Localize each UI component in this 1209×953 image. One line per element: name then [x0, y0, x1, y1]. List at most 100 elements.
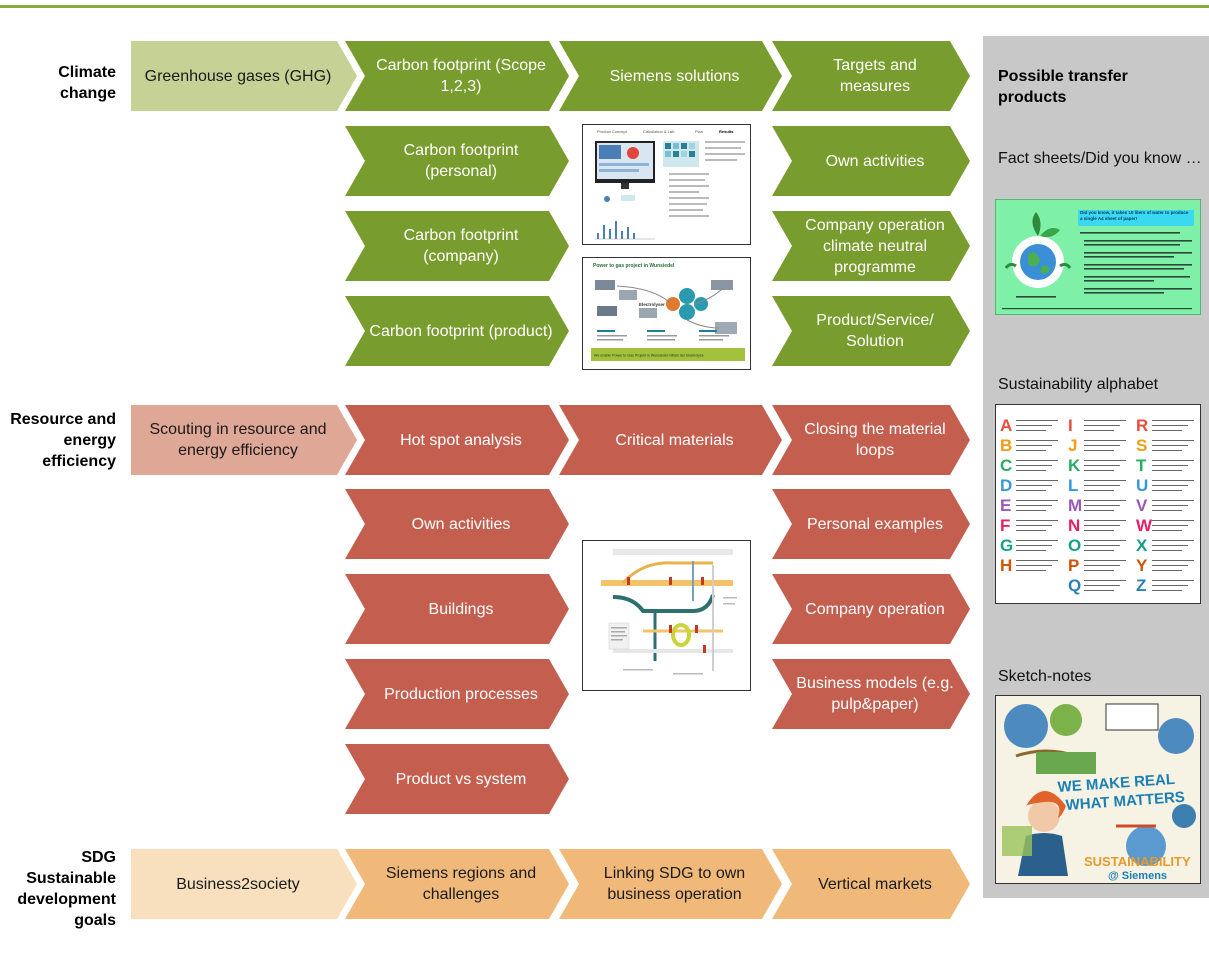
alphabet-letter: K [1068, 456, 1081, 475]
chevron-label: Targets and measures [833, 57, 917, 95]
alphabet-note-line [1084, 465, 1120, 466]
chevron-company-operation-resource: Company operation [772, 574, 970, 644]
alphabet-note-line [1152, 430, 1182, 431]
alphabet-note-line [1152, 520, 1194, 521]
top-rule [0, 5, 1209, 8]
chevron-siemens-regions: Siemens regions and challenges [345, 849, 569, 919]
alphabet-note-line [1152, 540, 1194, 541]
power-to-gas-title: Power to gas project in Wunsiedel [593, 263, 675, 269]
alphabet-letter: W [1136, 516, 1153, 535]
chevron-product-service-solution: Product/Service/ Solution [772, 296, 970, 366]
alphabet-note-line [1016, 500, 1058, 501]
alphabet-note-line [1084, 460, 1126, 461]
alphabet-letter: G [1000, 536, 1014, 555]
sketch-notes-label: Sketch-notes [998, 668, 1092, 685]
chevron-label: Carbon footprint (Scope 1,2,3) [376, 57, 546, 95]
alphabet-letter: L [1068, 476, 1079, 495]
alphabet-note-line [1152, 460, 1194, 461]
power-to-gas-illustration: Power to gas project in Wunsiedel Electr… [591, 263, 745, 361]
alphabet-note-line [1016, 505, 1052, 506]
alphabet-note-line [1084, 425, 1120, 426]
alphabet-note-line [1084, 490, 1114, 491]
alphabet-letter: N [1068, 516, 1081, 535]
chevron-label: Hot spot analysis [400, 431, 522, 449]
alphabet-note-line [1016, 445, 1052, 446]
alphabet-note-line [1152, 440, 1194, 441]
chevron-label: Linking SDG to own business operation [603, 865, 746, 903]
alphabet-letter: R [1136, 416, 1149, 435]
alphabet-note-line [1016, 440, 1058, 441]
alphabet-note-line [1016, 465, 1052, 466]
alphabet-letter: D [1000, 476, 1013, 495]
chevron-label: Product/Service/ Solution [816, 312, 934, 350]
alphabet-letter: I [1068, 416, 1073, 435]
transfer-products-title: Possible transfer products [998, 68, 1128, 106]
alphabet-note-line [1016, 420, 1058, 421]
alphabet-note-line [1152, 425, 1188, 426]
dashboard-tab: Calculation & Lab [643, 129, 675, 134]
chevron-carbon-scope: Carbon footprint (Scope 1,2,3) [345, 41, 569, 111]
chevron-label: Production processes [384, 685, 538, 703]
alphabet-letter: B [1000, 436, 1013, 455]
alphabet-note-line [1016, 430, 1046, 431]
alphabet-letter: E [1000, 496, 1012, 515]
alphabet-note-line [1016, 470, 1046, 471]
alphabet-letter: T [1136, 456, 1147, 475]
chevron-hot-spot: Hot spot analysis [345, 405, 569, 475]
power-to-gas-caption: We enable Power to Gas Projekt in Wunsie… [594, 354, 704, 358]
alphabet-note-line [1152, 570, 1182, 571]
chevron-own-activities-climate: Own activities [772, 126, 970, 196]
material-flow-screenshot [582, 540, 751, 691]
chevron-critical-materials: Critical materials [559, 405, 782, 475]
alphabet-note-line [1084, 500, 1126, 501]
sketch-notes-illustration: WE MAKE REAL WHAT MATTERS SUSTAINABILITY… [996, 696, 1200, 883]
alphabet-letter: O [1068, 536, 1082, 555]
row-label-resource: Resource and energy efficiency [10, 411, 116, 470]
alphabet-note-line [1084, 470, 1114, 471]
alphabet-note-line [1084, 580, 1126, 581]
alphabet-label: Sustainability alphabet [998, 376, 1159, 393]
chevron-siemens-solutions: Siemens solutions [559, 41, 782, 111]
chevron-label: Own activities [825, 152, 925, 170]
chevron-label: Greenhouse gases (GHG) [144, 67, 332, 85]
chevron-label: Product vs system [395, 770, 527, 788]
alphabet-note-line [1084, 570, 1114, 571]
chevron-label: Business2society [176, 875, 300, 893]
alphabet-letter: V [1136, 496, 1148, 515]
chevron-label: Own activities [411, 515, 511, 533]
alphabet-note-line [1152, 580, 1194, 581]
alphabet-note-line [1084, 560, 1126, 561]
alphabet-note-line [1016, 480, 1058, 481]
chevron-carbon-company: Carbon footprint (company) [345, 211, 569, 281]
alphabet-note-line [1084, 525, 1120, 526]
alphabet-note-line [1084, 585, 1120, 586]
alphabet-letter: S [1136, 436, 1148, 455]
alphabet-note-line [1152, 480, 1194, 481]
alphabet-letter: P [1068, 556, 1080, 575]
sketch-notes-thumbnail: WE MAKE REAL WHAT MATTERS SUSTAINABILITY… [995, 695, 1201, 884]
alphabet-note-line [1016, 530, 1046, 531]
alphabet-note-line [1152, 510, 1182, 511]
dashboard-tab: Product Concept [597, 129, 628, 134]
alphabet-note-line [1016, 425, 1052, 426]
alphabet-note-line [1152, 470, 1182, 471]
alphabet-note-line [1016, 485, 1052, 486]
chevron-vertical-markets: Vertical markets [772, 849, 970, 919]
chevron-business-models: Business models (e.g. pulp&paper) [772, 659, 970, 729]
chevron-label: Siemens solutions [609, 67, 740, 85]
alphabet-note-line [1016, 560, 1058, 561]
alphabet-letter: Q [1068, 576, 1082, 595]
chevron-carbon-personal: Carbon footprint (personal) [345, 126, 569, 196]
alphabet-note-line [1152, 550, 1182, 551]
row-label-sdg: SDG Sustainable development goals [17, 849, 116, 929]
alphabet-letter: C [1000, 456, 1013, 475]
chevron-closing-loops: Closing the material loops [772, 405, 970, 475]
alphabet-letter: J [1068, 436, 1078, 455]
chevron-scouting: Scouting in resource and energy efficien… [131, 405, 357, 475]
alphabet-note-line [1152, 465, 1188, 466]
chevron-targets-measures: Targets and measures [772, 41, 970, 111]
dashboard-tab: Results [719, 129, 734, 134]
alphabet-note-line [1016, 540, 1058, 541]
alphabet-note-line [1016, 460, 1058, 461]
